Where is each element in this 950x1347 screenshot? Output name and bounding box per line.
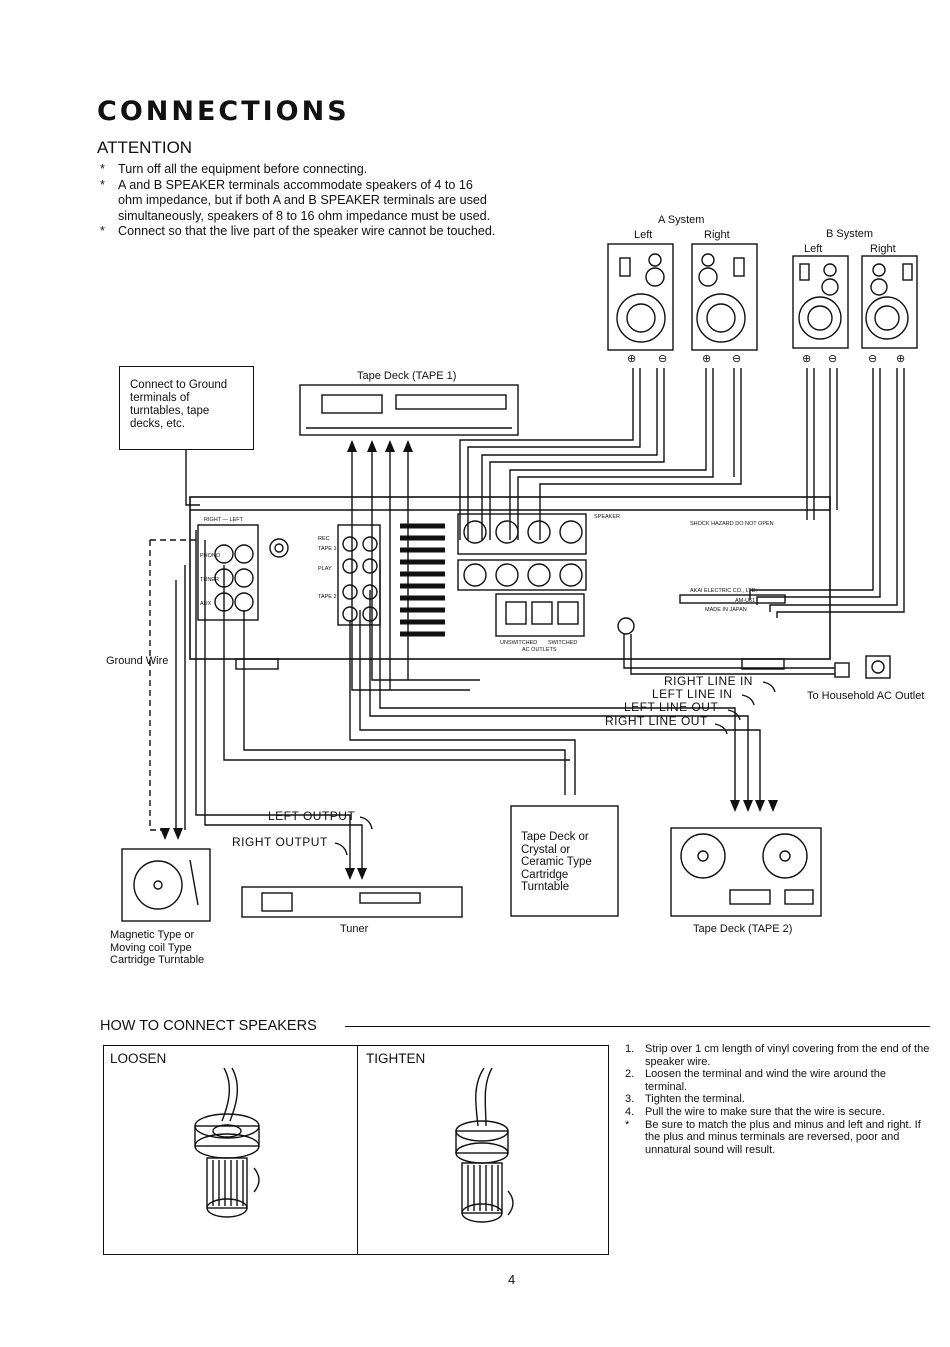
panel-phono: PHONO [200,553,221,559]
minus-symbol: ⊖ [658,353,667,365]
panel-rec: REC [318,536,330,542]
panel-switched: SWITCHED [548,640,577,646]
left-output-label: LEFT OUTPUT [268,809,355,823]
plus-symbol: ⊕ [702,353,711,365]
page-title: CONNECTIONS [97,96,350,127]
speaker-steps: 1.Strip over 1 cm length of vinyl coveri… [625,1043,930,1156]
ground-wire-label: Ground Wire [106,655,168,667]
panel-unswitched: UNSWITCHED [500,640,537,646]
tape-deck-1 [299,384,519,436]
left-line-out-label: LEFT LINE OUT [624,700,718,714]
a-left-label: Left [634,229,652,241]
speaker-b-right [861,255,918,349]
connection-diagram: A System Left Right B System Left Right … [106,214,924,935]
panel-tuner: TUNER [200,577,219,583]
right-line-out-label: RIGHT LINE OUT [605,714,708,728]
panel-tape1: TAPE 1 [318,546,337,552]
panel-maker: AKAI ELECTRIC CO., LTD. [690,588,758,594]
tape-deck-2 [670,827,822,917]
page-number: 4 [508,1272,516,1287]
attention-list: Turn off all the equipment before connec… [98,162,498,240]
tighten-label: TIGHTEN [366,1051,426,1066]
b-right-label: Right [870,243,896,255]
loosen-label: LOOSEN [110,1051,167,1066]
speaker-a-right [691,243,758,351]
tape2-label: Tape Deck (TAPE 2) [693,923,792,935]
tuner-label: Tuner [340,923,369,935]
tape1-label: Tape Deck (TAPE 1) [357,370,456,382]
terminal-illustration-box: LOOSEN TIGHTEN [103,1045,609,1255]
section-divider [345,1026,930,1027]
tape-crystal-box-text: Tape Deck or Crystal or Ceramic Type Car… [521,831,592,894]
a-system-label: A System [658,214,704,226]
turntable [121,848,211,922]
turntable-caption: Magnetic Type or Moving coil Type Cartri… [110,929,205,966]
right-output-label: RIGHT OUTPUT [232,835,328,849]
ground-note-box: Connect to Ground terminals of turntable… [119,366,254,450]
step-item: *Be sure to match the plus and minus and… [625,1118,921,1156]
panel-right-left: RIGHT — LEFT [204,517,244,523]
b-left-label: Left [804,243,822,255]
attention-item: A and B SPEAKER terminals accommodate sp… [98,178,498,225]
right-line-in-label: RIGHT LINE IN [664,674,753,688]
tighten-terminal [455,1067,514,1223]
step-item: 2.Loosen the terminal and wind the wire … [625,1068,886,1093]
panel-warning: SHOCK HAZARD DO NOT OPEN [690,521,774,527]
speaker-a-left [607,243,674,351]
loosen-terminal [194,1067,260,1218]
plus-symbol: ⊕ [896,353,905,365]
amplifier-rear-panel [189,496,831,660]
step-item: 3.Tighten the terminal. [625,1093,745,1106]
tuner [241,886,463,918]
panel-aux: AUX [200,601,212,607]
panel-made-in: MADE IN JAPAN [705,607,747,613]
panel-ac-outlets: AC OUTLETS [522,647,557,653]
minus-symbol: ⊖ [732,353,741,365]
b-system-label: B System [826,228,873,240]
speaker-b-left [792,255,849,349]
panel-speaker: SPEAKER [594,514,620,520]
a-right-label: Right [704,229,730,241]
attention-item: Connect so that the live part of the spe… [98,224,498,240]
household-label: To Household AC Outlet [807,690,924,702]
panel-model: AM-U61 [735,598,755,604]
step-item: 1.Strip over 1 cm length of vinyl coveri… [625,1043,930,1068]
box-divider [357,1046,358,1254]
terminal-drawings [194,1067,514,1223]
plus-symbol: ⊕ [802,353,811,365]
panel-tape2: TAPE 2 [318,594,337,600]
plus-symbol: ⊕ [627,353,636,365]
step-item: 4.Pull the wire to make sure that the wi… [625,1105,885,1118]
attention-item: Turn off all the equipment before connec… [98,162,498,178]
minus-symbol: ⊖ [868,353,877,365]
panel-play: PLAY [318,566,332,572]
left-line-in-label: LEFT LINE IN [652,687,732,701]
minus-symbol: ⊖ [828,353,837,365]
attention-heading: ATTENTION [97,138,193,157]
speakers-section-title: HOW TO CONNECT SPEAKERS [100,1018,317,1034]
